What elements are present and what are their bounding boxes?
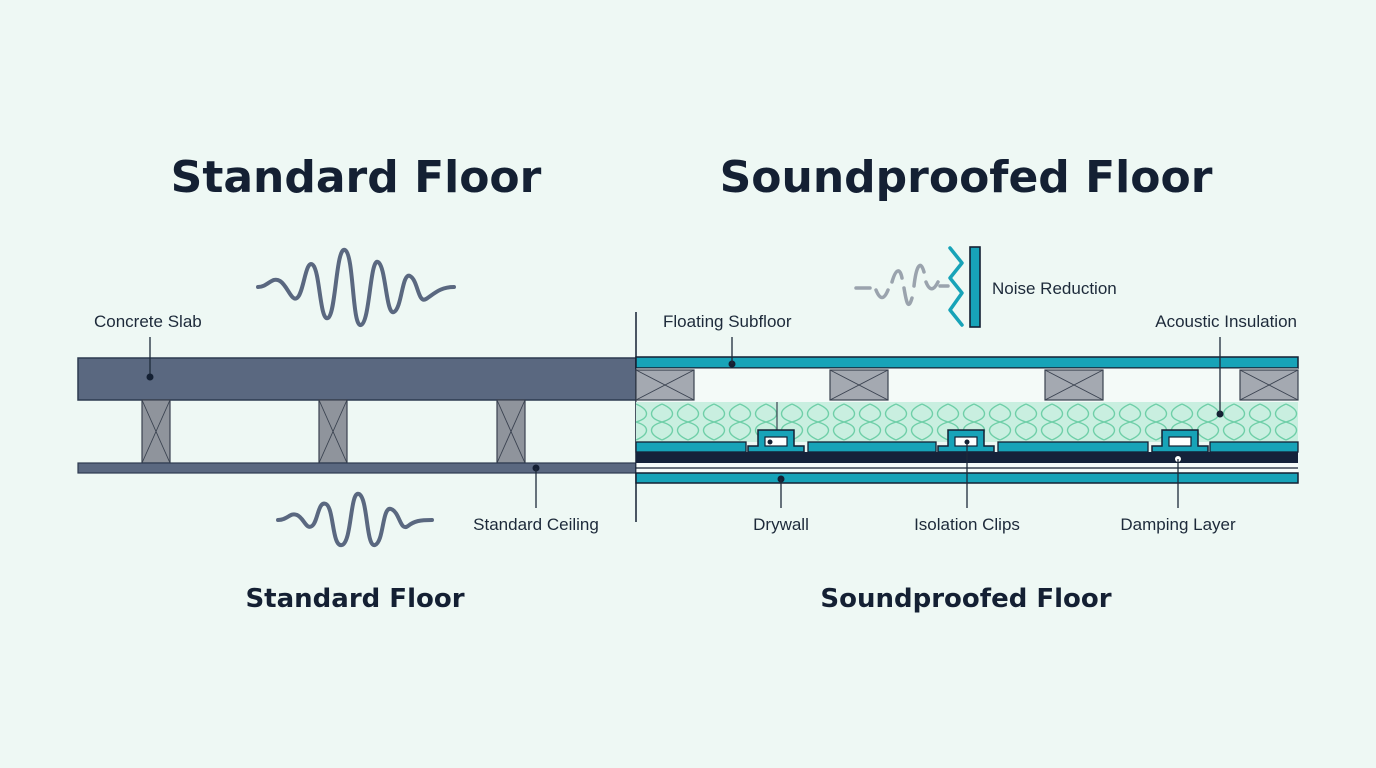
standard-joist — [141, 399, 171, 464]
isolation-clip — [1151, 429, 1209, 453]
standard-joist — [496, 399, 526, 464]
concrete-slab-label: Concrete Slab — [94, 312, 202, 331]
reduced-sound-wave-icon — [854, 263, 950, 306]
right-title: Soundproofed Floor — [720, 152, 1213, 203]
sleeper-block — [635, 369, 695, 401]
damping-layer-label: Damping Layer — [1120, 515, 1236, 534]
sleeper-row-background — [636, 368, 1298, 402]
standard-joist — [318, 399, 348, 464]
isolation-clips-label: Isolation Clips — [914, 515, 1020, 534]
noise-barrier-panel — [969, 246, 981, 328]
isolation-clip — [747, 429, 805, 453]
floating-subfloor — [635, 356, 1299, 369]
left-title: Standard Floor — [171, 152, 542, 203]
standard-ceiling — [77, 462, 637, 474]
right-caption: Soundproofed Floor — [820, 584, 1111, 614]
sleeper-block — [1239, 369, 1299, 401]
acoustic-insulation-label: Acoustic Insulation — [1155, 312, 1297, 331]
sound-wave-icon — [256, 247, 456, 328]
floating-subfloor-label: Floating Subfloor — [663, 312, 792, 331]
sleeper-block — [829, 369, 889, 401]
drywall-label: Drywall — [753, 515, 809, 534]
concrete-slab — [77, 357, 637, 401]
concrete-slab-marker — [146, 373, 154, 381]
noise-barrier-icon — [948, 246, 964, 327]
standard-ceiling-label: Standard Ceiling — [473, 515, 599, 534]
isolation-clip — [937, 429, 995, 453]
transmitted-sound-wave-icon — [276, 491, 434, 547]
noise-reduction-label: Noise Reduction — [992, 279, 1117, 298]
sleeper-block — [1044, 369, 1104, 401]
left-caption: Standard Floor — [245, 584, 464, 614]
